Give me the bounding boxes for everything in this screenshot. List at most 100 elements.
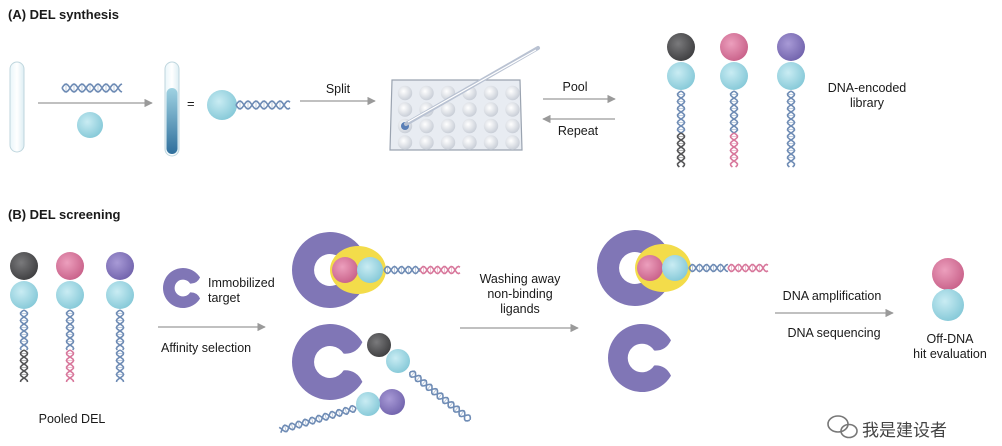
library-top-bead: [56, 252, 84, 280]
dna-conjugate-bead: [207, 90, 237, 120]
plate-well: [397, 135, 413, 150]
library-member-dark: [667, 33, 695, 168]
plate-well: [440, 102, 456, 117]
dna-sequencing-label: DNA sequencing: [787, 326, 881, 340]
free-dna-strand: [61, 83, 123, 93]
building-block-bead: [77, 112, 103, 138]
plate-well: [483, 118, 499, 134]
unbound-violet-bead: [379, 389, 405, 415]
well-plate: [389, 46, 540, 151]
pool-label: Pool: [562, 80, 588, 94]
plate-well: [505, 102, 520, 117]
library-dna-segment: [676, 90, 686, 134]
unbound-cyan-bead-2: [356, 392, 380, 416]
washing-label-line3: ligands: [500, 302, 540, 316]
pipette-highlight: [407, 49, 537, 123]
library-dna-segment: [729, 90, 739, 134]
equals-sign: =: [187, 96, 195, 111]
protein-body: [163, 268, 201, 308]
dna-amplification-label: DNA amplification: [782, 289, 882, 303]
library-top-bead: [10, 252, 38, 280]
library-top-bead: [720, 33, 748, 61]
unbound-dna-1: [408, 370, 472, 422]
library-top-bead: [106, 252, 134, 280]
washed-pink-bead: [637, 255, 663, 281]
watermark-text: 我是建设者: [862, 421, 947, 441]
library-dna-segment: [19, 309, 29, 351]
library-dna-segment: [786, 90, 796, 134]
library-dna-segment: [65, 349, 75, 383]
plate-well: [505, 118, 520, 134]
washed-empty-protein: [608, 324, 671, 392]
library-dna-segment: [729, 132, 739, 168]
library-label-line2: library: [849, 96, 885, 110]
library-cyan-bead: [10, 281, 38, 309]
plate-well: [462, 135, 477, 150]
section-b-title: (B) DEL screening: [8, 207, 121, 222]
plate-well: [397, 85, 413, 101]
unbound-protein: [292, 324, 363, 400]
plate-well: [462, 118, 477, 134]
library-top-bead: [777, 33, 805, 61]
protein-targets: [163, 230, 769, 434]
washing-label-line2: non-binding: [487, 287, 553, 301]
unbound-cyan-bead-1: [386, 349, 410, 373]
library-dna-segment: [65, 309, 75, 351]
plate-well: [440, 118, 456, 134]
plate-well: [505, 135, 520, 150]
plate-well: [483, 85, 499, 101]
target-label-line2: target: [208, 291, 240, 305]
unbound-dark-bead: [367, 333, 391, 357]
plate-well: [419, 118, 434, 134]
hit-compound-cyan: [932, 289, 964, 321]
split-label: Split: [325, 82, 351, 96]
library-dna-segment: [19, 349, 29, 383]
target-label-line1: Immobilized: [208, 276, 275, 290]
washed-cyan-bead: [662, 255, 688, 281]
bound-dna-pink: [419, 265, 461, 275]
library-cyan-bead: [56, 281, 84, 309]
washed-dna-pink: [727, 263, 769, 273]
plate-well: [483, 135, 499, 150]
dna-encoded-library-members: [667, 33, 805, 168]
repeat-label: Repeat: [557, 124, 599, 138]
washed-complex: [597, 230, 769, 306]
pooled-member-pink: [56, 252, 84, 383]
plate-well: [419, 135, 434, 150]
affinity-selection-label: Affinity selection: [161, 341, 252, 355]
protein-body: [608, 324, 671, 392]
library-cyan-bead: [667, 62, 695, 90]
washing-label-line1: Washing away: [479, 272, 561, 286]
protein-body: [292, 324, 363, 400]
library-top-bead: [667, 33, 695, 61]
library-member-violet: [777, 33, 805, 168]
headpiece-dna: [61, 83, 123, 93]
bound-pink-bead: [332, 257, 358, 283]
library-dna-segment: [115, 349, 125, 383]
bound-cyan-bead: [357, 257, 383, 283]
filled-test-tube: [164, 61, 180, 157]
pooled-del-members: [10, 252, 134, 383]
unbound-dna-2: [278, 404, 357, 434]
library-dna-segment: [676, 132, 686, 168]
library-member-pink: [720, 33, 748, 168]
plate-well: [462, 102, 477, 117]
conjugate-dna-strand: [235, 100, 291, 110]
wechat-icon: [827, 415, 858, 439]
empty-test-tube: [9, 61, 25, 153]
plate-well: [505, 85, 520, 101]
section-a-title: (A) DEL synthesis: [8, 7, 120, 22]
unbound-members: [278, 333, 472, 434]
library-label-line1: DNA-encoded: [827, 81, 907, 95]
plate-well: [419, 85, 434, 101]
library-dna-segment: [115, 309, 125, 351]
immobilized-target-protein: [163, 268, 201, 308]
plate-well: [397, 102, 413, 117]
library-cyan-bead: [777, 62, 805, 90]
off-dna-label-line2: hit evaluation: [913, 347, 987, 361]
pooled-member-dark: [10, 252, 38, 383]
bound-dna-blue: [383, 265, 421, 275]
library-dna-segment: [786, 132, 796, 168]
